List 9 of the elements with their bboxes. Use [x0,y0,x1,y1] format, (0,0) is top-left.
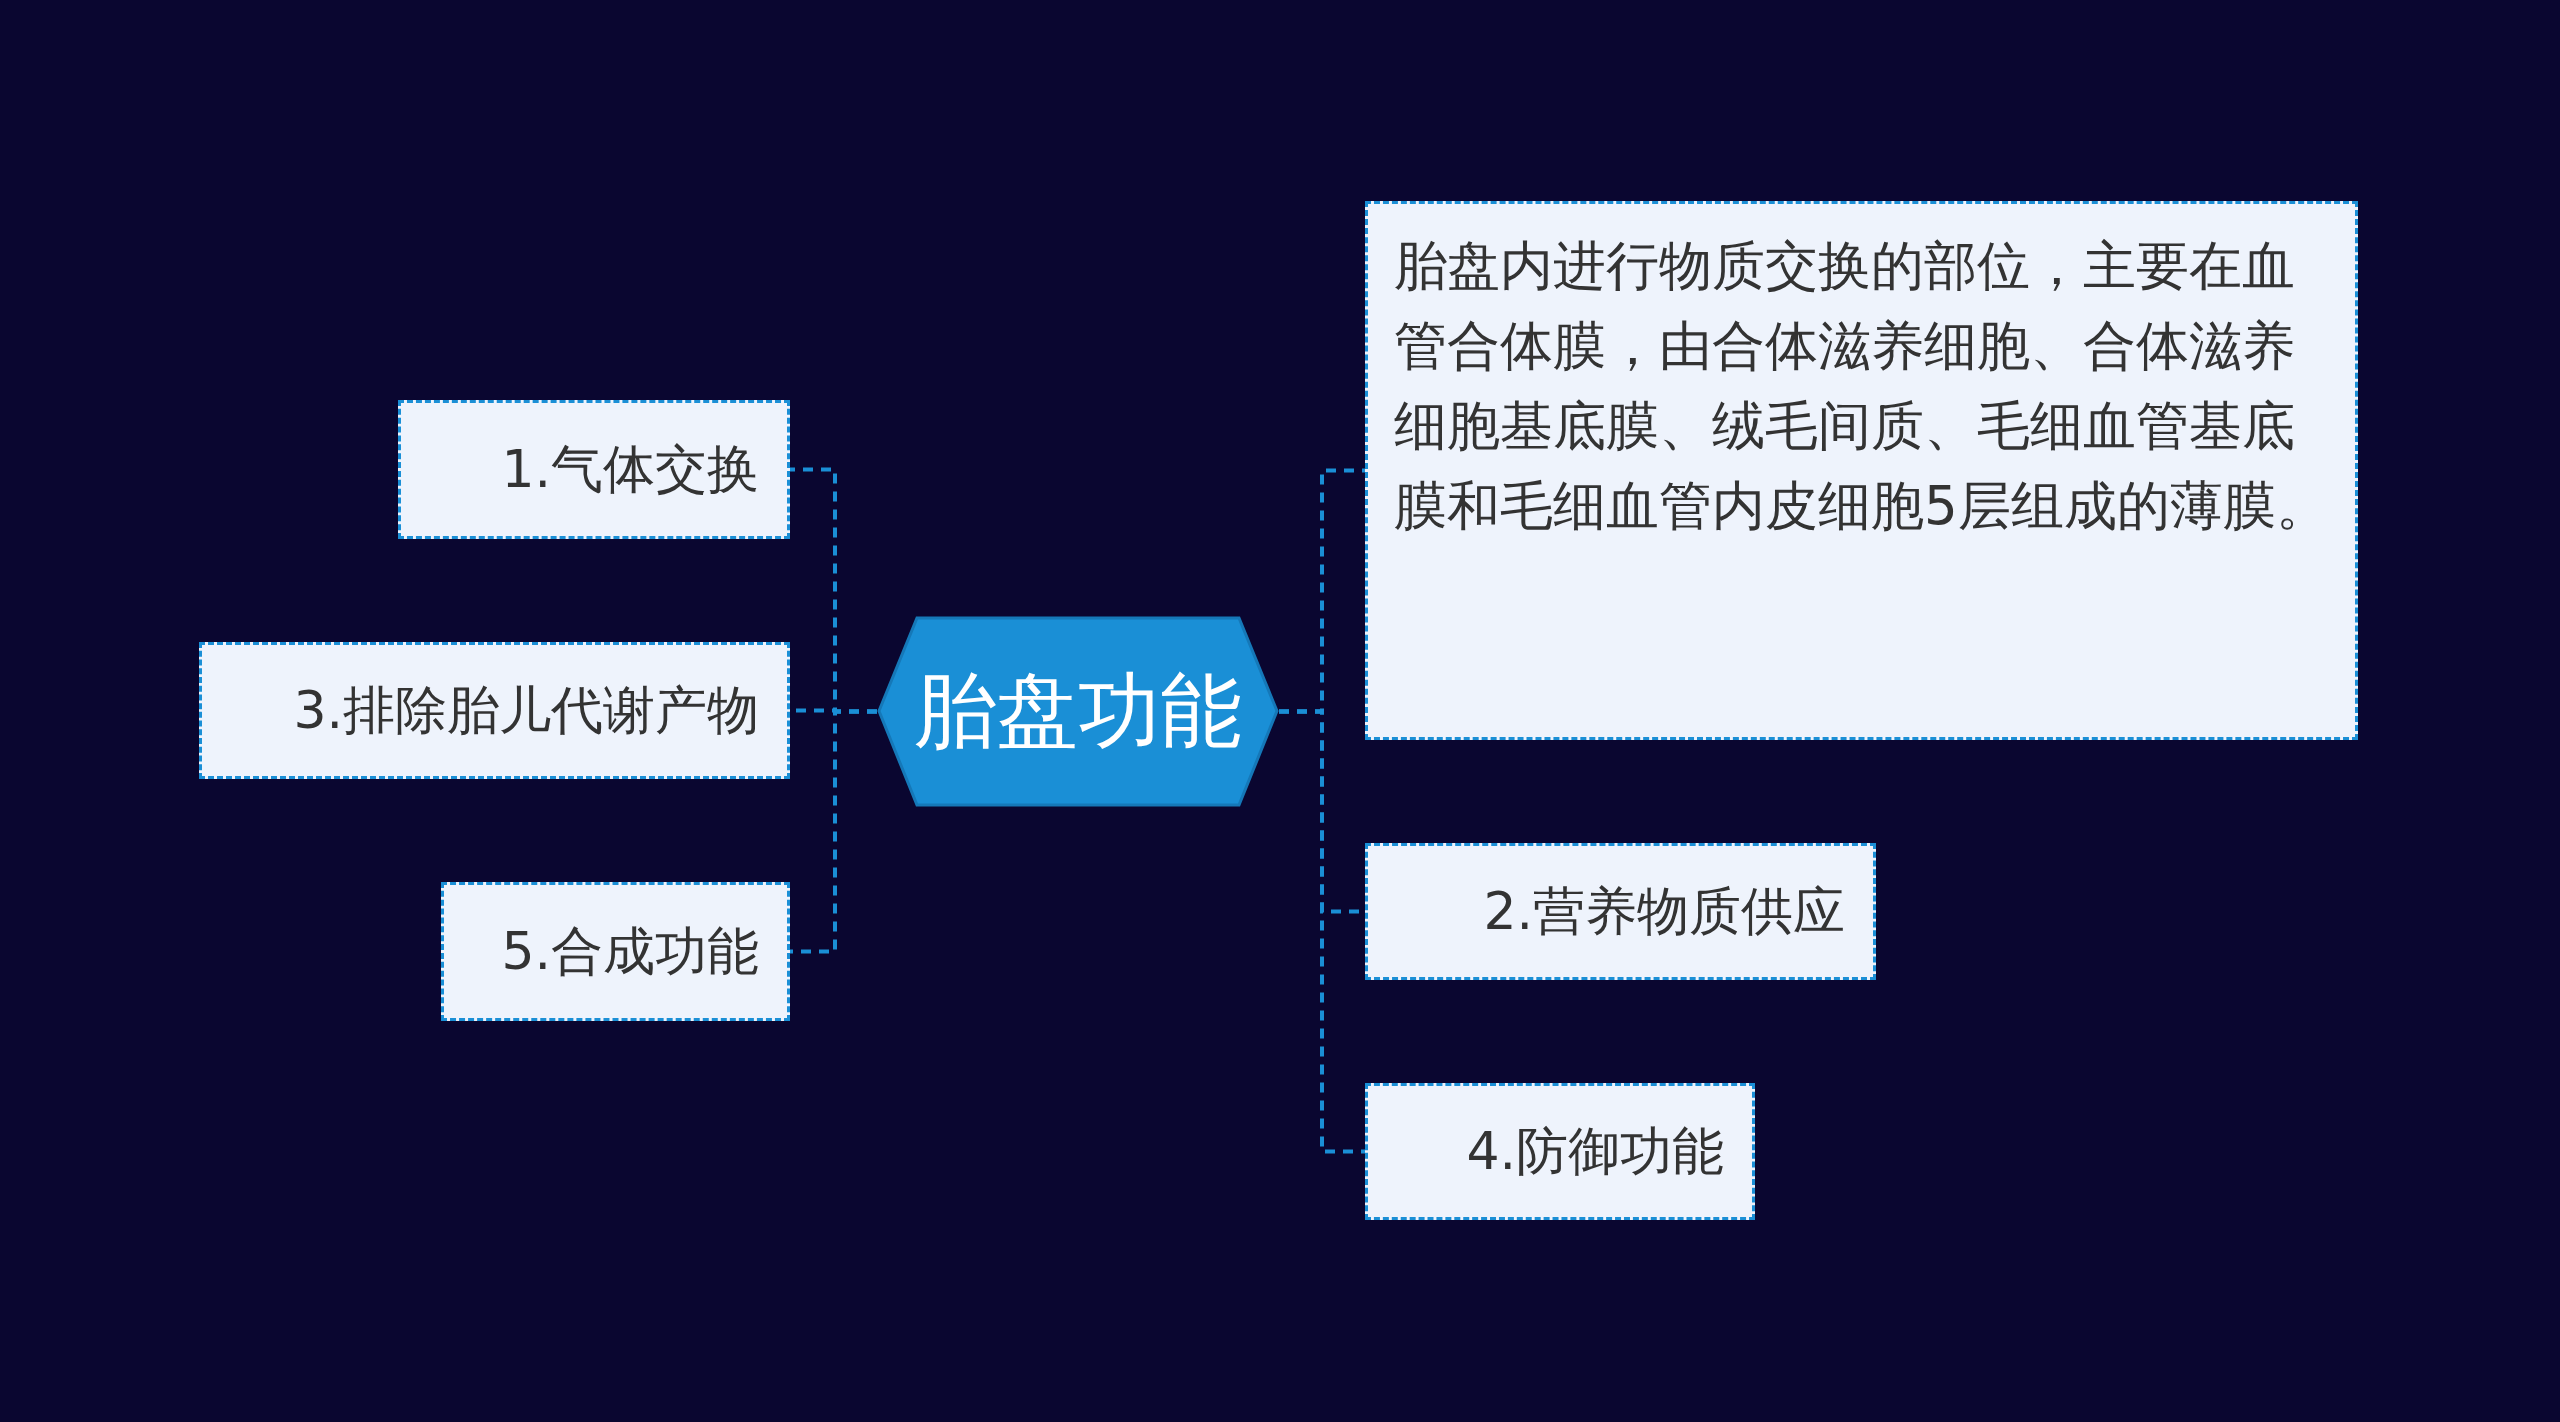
topic-box: 1.气体交换 [398,400,790,539]
topic-box: 4.防御功能 [1365,1083,1755,1220]
topic-box: 2.营养物质供应 [1365,843,1876,980]
connector-line [1279,709,1365,1154]
text-box: 胎盘内进行物质交换的部位，主要在血管合体膜，由合体滋养细胞、合体滋养细胞基底膜、绒毛间质、毛细血管基底膜和毛细血管内皮细胞5层组成的薄膜。 [1365,201,2358,740]
topic-hexagon: 胎盘功能 [877,616,1279,807]
connector-line [790,709,877,954]
topic-box: 5.合成功能 [441,882,790,1021]
topic-box: 3.排除胎儿代谢产物 [199,642,790,779]
